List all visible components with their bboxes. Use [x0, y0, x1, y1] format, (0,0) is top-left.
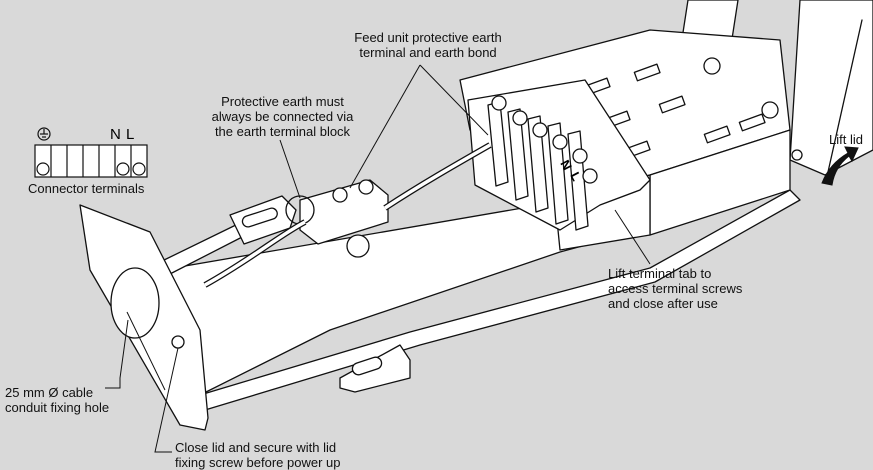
lid-fixing-screw [171, 335, 185, 349]
housing-hole-2 [761, 101, 779, 119]
earth-screw-2 [358, 179, 374, 195]
label-connector-terminals: Connector terminals [28, 181, 145, 196]
connector-strip [34, 144, 148, 178]
label-protective-earth: Protective earth must always be connecte… [211, 94, 354, 139]
tray-front-rail [199, 189, 801, 411]
connector-screw [116, 162, 130, 176]
leader-lines [105, 64, 651, 453]
conduit-hole [110, 267, 160, 339]
lid-hinge-hole [791, 149, 803, 161]
label-cable-conduit: 25 mm Ø cable conduit fixing hole [5, 385, 110, 415]
housing-hole-1 [703, 57, 721, 75]
earth-screw-1 [332, 187, 348, 203]
base-earth-symbol [346, 234, 370, 258]
label-feed-unit-earth: Feed unit protective earth terminal and … [354, 30, 502, 60]
lid-panel [789, 0, 873, 176]
connector-screw [36, 162, 50, 176]
connector-inset [34, 127, 148, 178]
inset-l-letter: L [126, 126, 134, 143]
connector-screw [132, 162, 146, 176]
earth-terminal-block [299, 179, 389, 245]
foot-slot [351, 356, 383, 376]
lift-lid-arrow [821, 146, 859, 186]
label-close-lid: Close lid and secure with lid fixing scr… [175, 440, 341, 470]
terminal-screws [491, 95, 598, 184]
inset-n-letter: N [110, 126, 121, 143]
back-ear-slot [241, 207, 278, 228]
label-lift-lid: Lift lid [829, 132, 863, 147]
label-lift-terminal-tab: Lift terminal tab to access terminal scr… [608, 266, 743, 311]
inset-earth-symbol [37, 127, 51, 141]
